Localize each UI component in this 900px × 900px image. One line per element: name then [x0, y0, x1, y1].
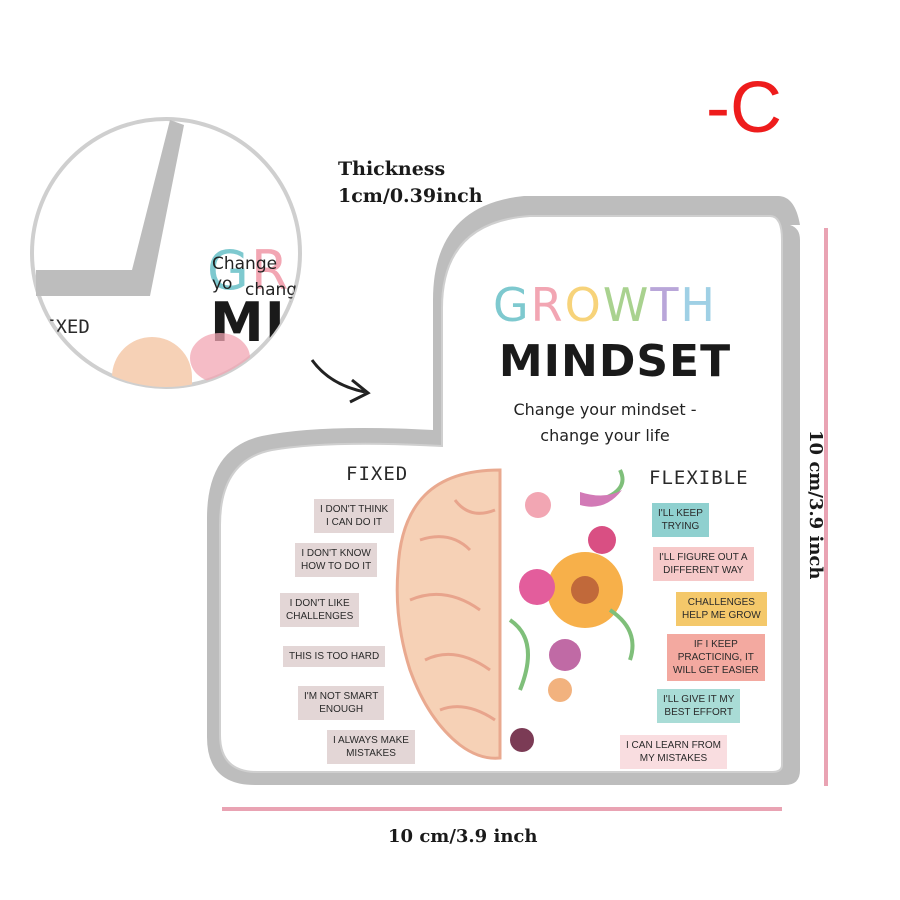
flexible-heading: FLEXIBLE — [649, 467, 749, 489]
title-letter: H — [680, 278, 718, 332]
fixed-tag: THIS IS TOO HARD — [283, 646, 386, 667]
flexible-tag: I'LL KEEP TRYING — [652, 503, 709, 537]
subtitle-line-1: Change your mindset - — [513, 400, 697, 419]
fixed-tag: I ALWAYS MAKE MISTAKES — [327, 730, 415, 764]
thickness-value: 1cm/0.39inch — [338, 185, 483, 207]
zoom-growth-text: GR — [207, 239, 290, 302]
fixed-tag: I DON'T THINK I CAN DO IT — [314, 499, 395, 533]
zoom-letter: R — [250, 239, 291, 302]
zoom-brain — [112, 337, 192, 387]
fixed-heading: FIXED — [346, 463, 409, 485]
flexible-tag: IF I KEEP PRACTICING, IT WILL GET EASIER — [667, 634, 765, 681]
title-letter: R — [530, 278, 565, 332]
title-growth: GROWTH — [440, 278, 770, 332]
flexible-tag: I'LL GIVE IT MY BEST EFFORT — [657, 689, 741, 723]
fixed-tag: I DON'T KNOW HOW TO DO IT — [295, 543, 378, 577]
subtitle: Change your mindset - change your life — [470, 397, 740, 449]
zoom-subtitle-2: chang — [245, 280, 298, 300]
flexible-tag: I CAN LEARN FROM MY MISTAKES — [620, 735, 728, 769]
zoom-letter: G — [207, 239, 251, 302]
zoom-detail: GR MIN Change yo chang IXED — [32, 119, 300, 387]
height-label: 10 cm/3.9 inch — [805, 430, 826, 580]
zoom-subtitle-1: Change yo — [212, 254, 278, 294]
zoom-circle — [30, 117, 302, 389]
title-letter: O — [564, 278, 603, 332]
thickness-title: Thickness — [338, 158, 446, 180]
fixed-tag: I'M NOT SMART ENOUGH — [298, 686, 385, 720]
fixed-tag: I DON'T LIKE CHALLENGES — [280, 593, 360, 627]
variant-label: -C — [706, 68, 782, 148]
arrow-icon — [310, 359, 366, 394]
width-label: 10 cm/3.9 inch — [388, 826, 538, 847]
zoom-heart-edge — [36, 120, 184, 296]
flexible-tag: I'LL FIGURE OUT A DIFFERENT WAY — [653, 547, 754, 581]
zoom-fixed-heading: IXED — [44, 316, 90, 338]
title-mindset: MINDSET — [498, 336, 732, 387]
subtitle-line-2: change your life — [540, 426, 670, 445]
title-letter: W — [602, 278, 651, 332]
title-letter: G — [492, 278, 531, 332]
zoom-flowers — [190, 333, 250, 383]
thickness-label: Thickness 1cm/0.39inch — [338, 156, 483, 210]
brain-illustration — [395, 468, 502, 760]
flexible-tag: CHALLENGES HELP ME GROW — [676, 592, 767, 626]
flower-illustration — [508, 469, 635, 752]
title-letter: T — [650, 278, 681, 332]
